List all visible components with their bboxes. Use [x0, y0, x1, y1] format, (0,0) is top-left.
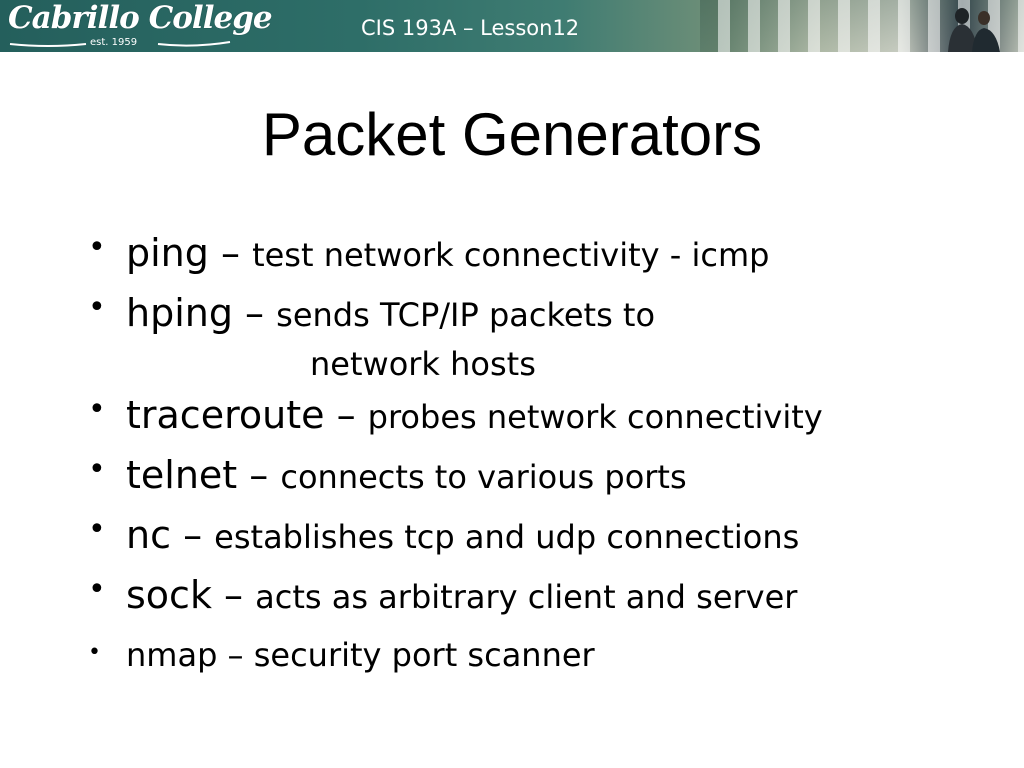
list-item: • hping – sends TCP/IP packets to networ…: [88, 290, 655, 384]
logo-established: est. 1959: [90, 37, 138, 48]
bullet-separator: –: [324, 393, 368, 437]
bullet-separator: –: [232, 291, 277, 335]
bullet-description: establishes tcp and udp connections: [214, 518, 800, 556]
bullet-glyph: •: [88, 452, 106, 487]
bullet-description-continued: network hosts: [310, 345, 536, 383]
bullet-term: hping: [126, 291, 233, 335]
bullet-glyph: •: [88, 640, 101, 665]
bullet-term: traceroute: [126, 393, 325, 437]
bullet-glyph: •: [88, 230, 106, 265]
bullet-glyph: •: [88, 512, 106, 547]
bullet-description: test network connectivity - icmp: [252, 236, 770, 274]
list-item: • traceroute – probes network connectivi…: [88, 392, 823, 446]
bullet-separator: –: [170, 513, 215, 557]
bullet-term: sock: [126, 573, 212, 617]
bullet-separator: –: [237, 453, 281, 497]
list-item: • telnet – connects to various ports: [88, 452, 687, 506]
bullet-separator: –: [208, 231, 253, 275]
bullet-glyph: •: [88, 572, 106, 607]
list-item: • sock – acts as arbitrary client and se…: [88, 572, 797, 626]
list-item: • nmap – security port scanner: [88, 632, 595, 684]
header-banner: Cabrillo College est. 1959 CIS 193A – Le…: [0, 0, 1024, 52]
list-item: • ping – test network connectivity - icm…: [88, 230, 769, 284]
bullet-text: nmap – security port scanner: [126, 636, 595, 674]
logo-wordmark: Cabrillo College: [8, 0, 273, 36]
bullet-description: sends TCP/IP packets to: [276, 296, 656, 334]
bullet-term: nc: [126, 513, 171, 557]
bullet-term: telnet: [126, 453, 238, 497]
bullet-glyph: •: [88, 392, 106, 427]
bullet-glyph: •: [88, 290, 106, 325]
course-title: CIS 193A – Lesson12: [361, 16, 580, 40]
cabrillo-college-logo: Cabrillo College est. 1959: [8, 0, 273, 48]
bullet-term: ping: [126, 231, 209, 275]
bullet-description: probes network connectivity: [367, 398, 823, 436]
bullet-description: acts as arbitrary client and server: [255, 578, 798, 616]
slide-title: Packet Generators: [261, 101, 763, 168]
bullet-separator: –: [211, 573, 256, 617]
people-photo: [948, 8, 1000, 52]
logo-swash: [9, 41, 231, 47]
list-item: • nc – establishes tcp and udp connectio…: [88, 512, 799, 566]
bullet-description: connects to various ports: [280, 458, 687, 496]
